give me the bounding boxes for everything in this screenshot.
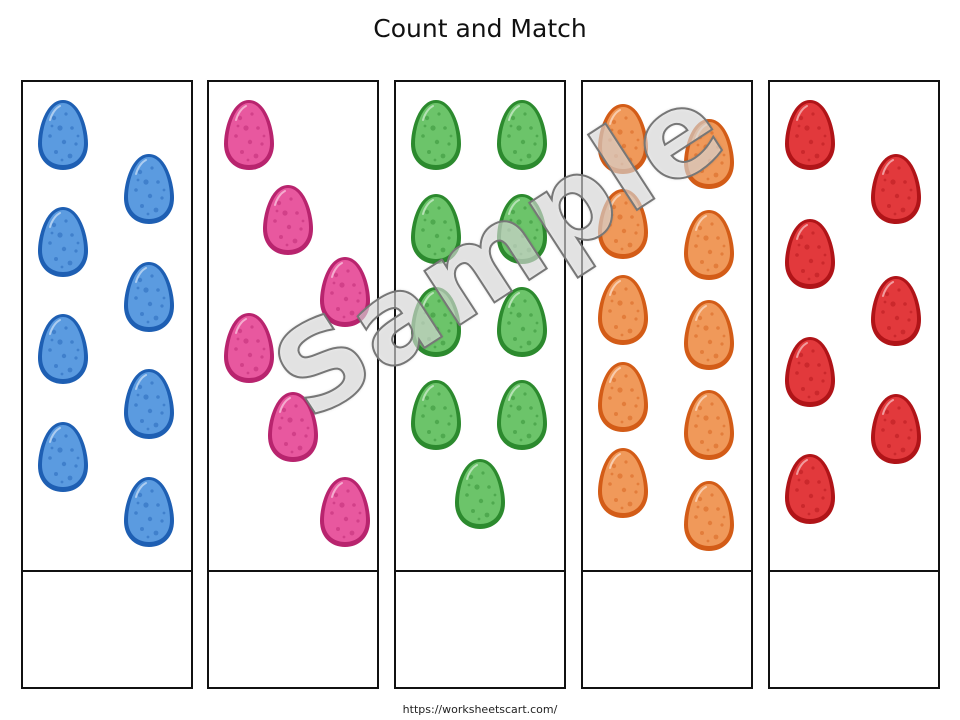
pink-egg-icon [222, 311, 276, 385]
green-egg-icon [409, 192, 463, 266]
orange-egg-icon [596, 273, 650, 347]
blue-egg-icon [122, 367, 176, 441]
blue-egg-icon [122, 152, 176, 226]
orange-egg-icon [596, 187, 650, 261]
red-egg-icon [869, 274, 923, 348]
orange-egg-icon [596, 360, 650, 434]
blue-egg-icon [122, 260, 176, 334]
egg-area [396, 82, 564, 572]
blue-egg-icon [122, 475, 176, 549]
red-egg-icon [783, 217, 837, 291]
egg-area [23, 82, 191, 572]
pink-egg-icon [318, 475, 372, 549]
pink-egg-icon [266, 390, 320, 464]
pink-egg-icon [222, 98, 276, 172]
green-egg-icon [495, 285, 549, 359]
green-egg-icon [453, 457, 507, 531]
footer-url: https://worksheetscart.com/ [402, 703, 558, 716]
blue-egg-icon [36, 205, 90, 279]
egg-area [770, 82, 938, 572]
orange-egg-icon [682, 479, 736, 553]
green-egg-icon [495, 378, 549, 452]
orange-egg-icon [682, 208, 736, 282]
orange-egg-icon [596, 446, 650, 520]
red-egg-icon [783, 98, 837, 172]
green-egg-icon [409, 285, 463, 359]
panel-red [768, 80, 940, 689]
panel-green [394, 80, 566, 689]
red-egg-icon [783, 335, 837, 409]
answer-box[interactable] [583, 572, 751, 687]
orange-egg-icon [682, 298, 736, 372]
panel-blue [21, 80, 193, 689]
answer-box[interactable] [770, 572, 938, 687]
egg-area [583, 82, 751, 572]
answer-box[interactable] [209, 572, 377, 687]
red-egg-icon [869, 392, 923, 466]
red-egg-icon [783, 452, 837, 526]
orange-egg-icon [682, 388, 736, 462]
pink-egg-icon [261, 183, 315, 257]
answer-box[interactable] [23, 572, 191, 687]
green-egg-icon [495, 192, 549, 266]
green-egg-icon [495, 98, 549, 172]
green-egg-icon [409, 378, 463, 452]
panel-pink [207, 80, 379, 689]
pink-egg-icon [318, 255, 372, 329]
orange-egg-icon [682, 117, 736, 191]
page-title: Count and Match [373, 14, 587, 43]
red-egg-icon [869, 152, 923, 226]
green-egg-icon [409, 98, 463, 172]
panel-orange [581, 80, 753, 689]
orange-egg-icon [596, 102, 650, 176]
blue-egg-icon [36, 312, 90, 386]
egg-area [209, 82, 377, 572]
blue-egg-icon [36, 420, 90, 494]
answer-box[interactable] [396, 572, 564, 687]
blue-egg-icon [36, 98, 90, 172]
